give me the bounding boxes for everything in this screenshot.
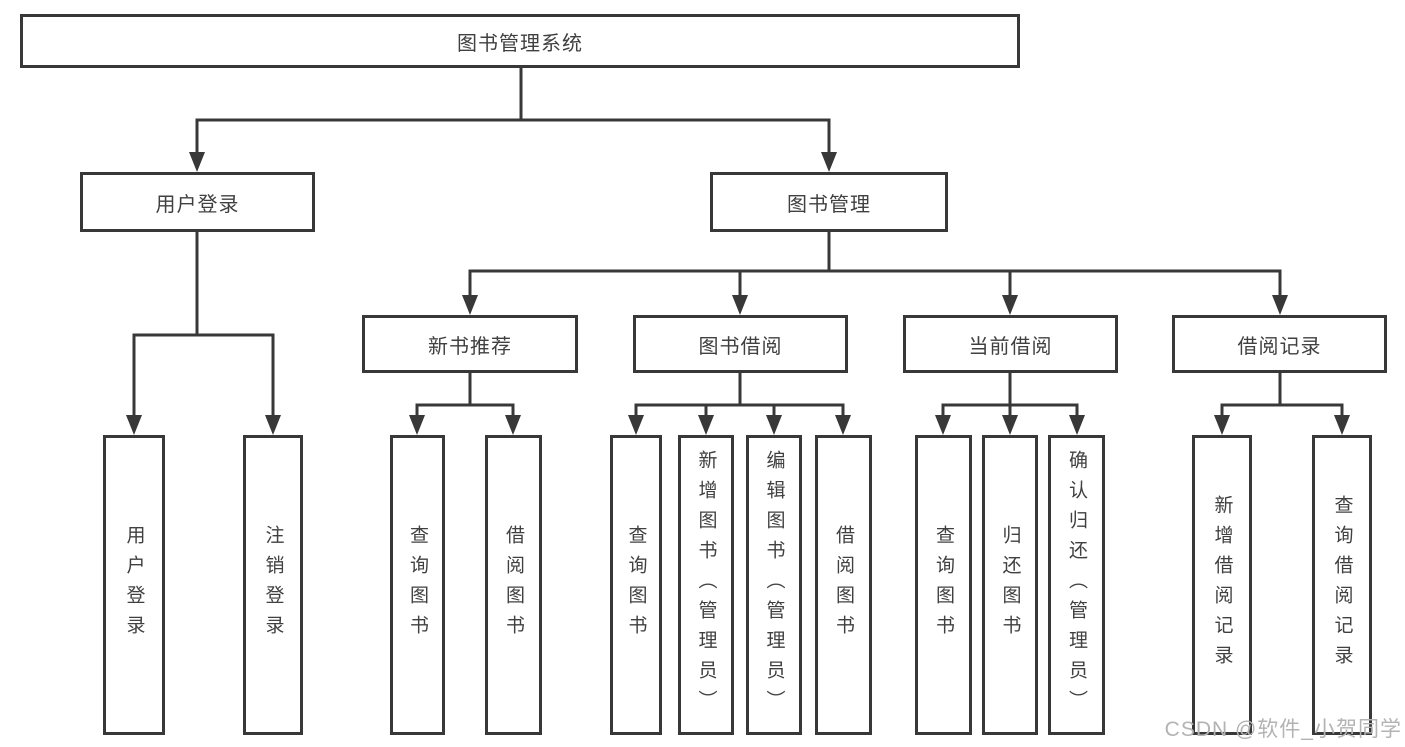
leaf-user-login-label: 用户登录 (123, 525, 145, 645)
leaf-bb-edit-books-label: 编辑图书（管理员） (763, 450, 785, 720)
leaf-nb-query-books-label: 查询图书 (407, 525, 428, 645)
node-book-management-label: 图书管理 (787, 193, 871, 216)
leaf-br-add-record: 新增借阅记录 (1192, 435, 1252, 735)
node-user-login-label: 用户登录 (155, 193, 240, 216)
node-user-login: 用户登录 (80, 172, 315, 232)
node-current-borrowing-label: 当前借阅 (968, 335, 1053, 358)
node-book-borrowing: 图书借阅 (633, 315, 848, 373)
leaf-br-query-record: 查询借阅记录 (1312, 435, 1372, 735)
leaf-bb-edit-books: 编辑图书（管理员） (746, 435, 802, 735)
leaf-nb-borrow-books: 借阅图书 (485, 435, 542, 735)
node-root-system: 图书管理系统 (20, 14, 1020, 68)
leaf-cb-return-books: 归还图书 (982, 435, 1038, 735)
leaf-logout-label: 注销登录 (262, 525, 284, 645)
csdn-watermark: CSDN @软件_小贺同学 (1164, 718, 1402, 741)
leaf-logout: 注销登录 (243, 435, 303, 735)
node-current-borrowing: 当前借阅 (903, 315, 1118, 373)
leaf-cb-confirm-return: 确认归还（管理员） (1048, 435, 1105, 735)
node-new-book-recommend: 新书推荐 (362, 315, 578, 373)
leaf-cb-return-books-label: 归还图书 (999, 525, 1021, 645)
leaf-br-query-record-label: 查询借阅记录 (1331, 495, 1353, 675)
leaf-br-add-record-label: 新增借阅记录 (1211, 495, 1233, 675)
leaf-bb-query-books-label: 查询图书 (625, 525, 647, 645)
leaf-bb-add-books-label: 新增图书（管理员） (695, 450, 717, 720)
leaf-bb-add-books: 新增图书（管理员） (678, 435, 734, 735)
leaf-bb-borrow-books: 借阅图书 (815, 435, 872, 735)
leaf-user-login: 用户登录 (103, 435, 165, 735)
node-borrowing-records: 借阅记录 (1172, 315, 1387, 373)
node-borrowing-records-label: 借阅记录 (1237, 335, 1322, 358)
leaf-nb-borrow-books-label: 借阅图书 (503, 525, 524, 645)
leaf-cb-query-books: 查询图书 (915, 435, 972, 735)
node-root-label: 图书管理系统 (457, 32, 583, 55)
leaf-bb-query-books: 查询图书 (610, 435, 662, 735)
leaf-nb-query-books: 查询图书 (390, 435, 445, 735)
node-book-management: 图书管理 (710, 172, 948, 232)
leaf-cb-query-books-label: 查询图书 (933, 525, 954, 645)
node-new-book-recommend-label: 新书推荐 (428, 335, 512, 358)
node-book-borrowing-label: 图书借阅 (698, 335, 783, 358)
leaf-bb-borrow-books-label: 借阅图书 (833, 525, 854, 645)
leaf-cb-confirm-return-label: 确认归还（管理员） (1066, 450, 1087, 720)
